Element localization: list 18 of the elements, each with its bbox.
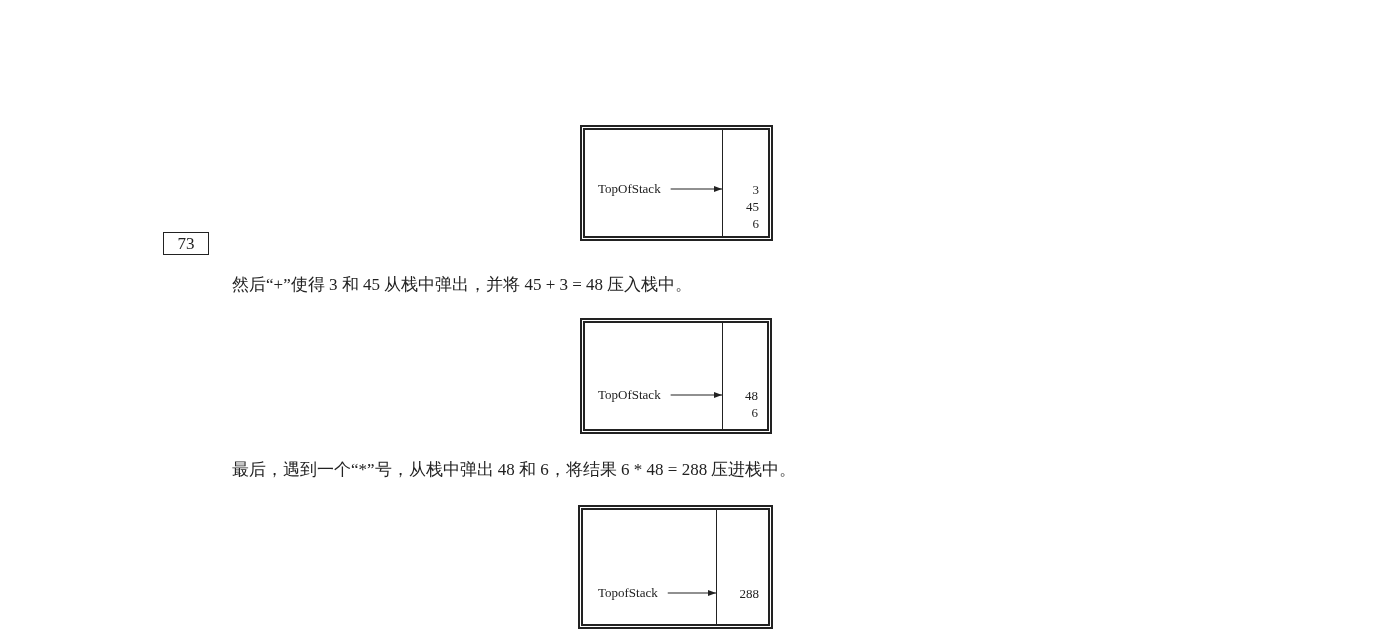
stack-value: 288 xyxy=(738,584,760,602)
stack-value: 45 xyxy=(745,197,760,215)
pointer-label: TopOfStack xyxy=(598,180,671,198)
text-line: 然后“+”使得 3 和 45 从栈中弹出，并将 45 + 3 = 48 压入栈中。 xyxy=(232,274,693,296)
stack-value: 48 xyxy=(744,386,759,404)
arrow xyxy=(670,392,723,398)
stack-value: 3 xyxy=(751,180,760,198)
arrow xyxy=(667,590,717,596)
arrow xyxy=(670,186,723,192)
pointer-label: TopofStack xyxy=(598,584,668,602)
stack-value: 6 xyxy=(750,403,759,421)
stack-frame xyxy=(580,125,773,241)
text-line: 最后，遇到一个“*”号，从栈中弹出 48 和 6，将结果 6 * 48 = 288 压进栈中。 xyxy=(232,459,797,481)
page-number: 73 xyxy=(163,232,209,255)
stack-frame xyxy=(578,505,773,629)
pointer-label: TopOfStack xyxy=(598,386,671,404)
stack-value: 6 xyxy=(751,214,760,232)
stack-frame xyxy=(580,318,772,434)
